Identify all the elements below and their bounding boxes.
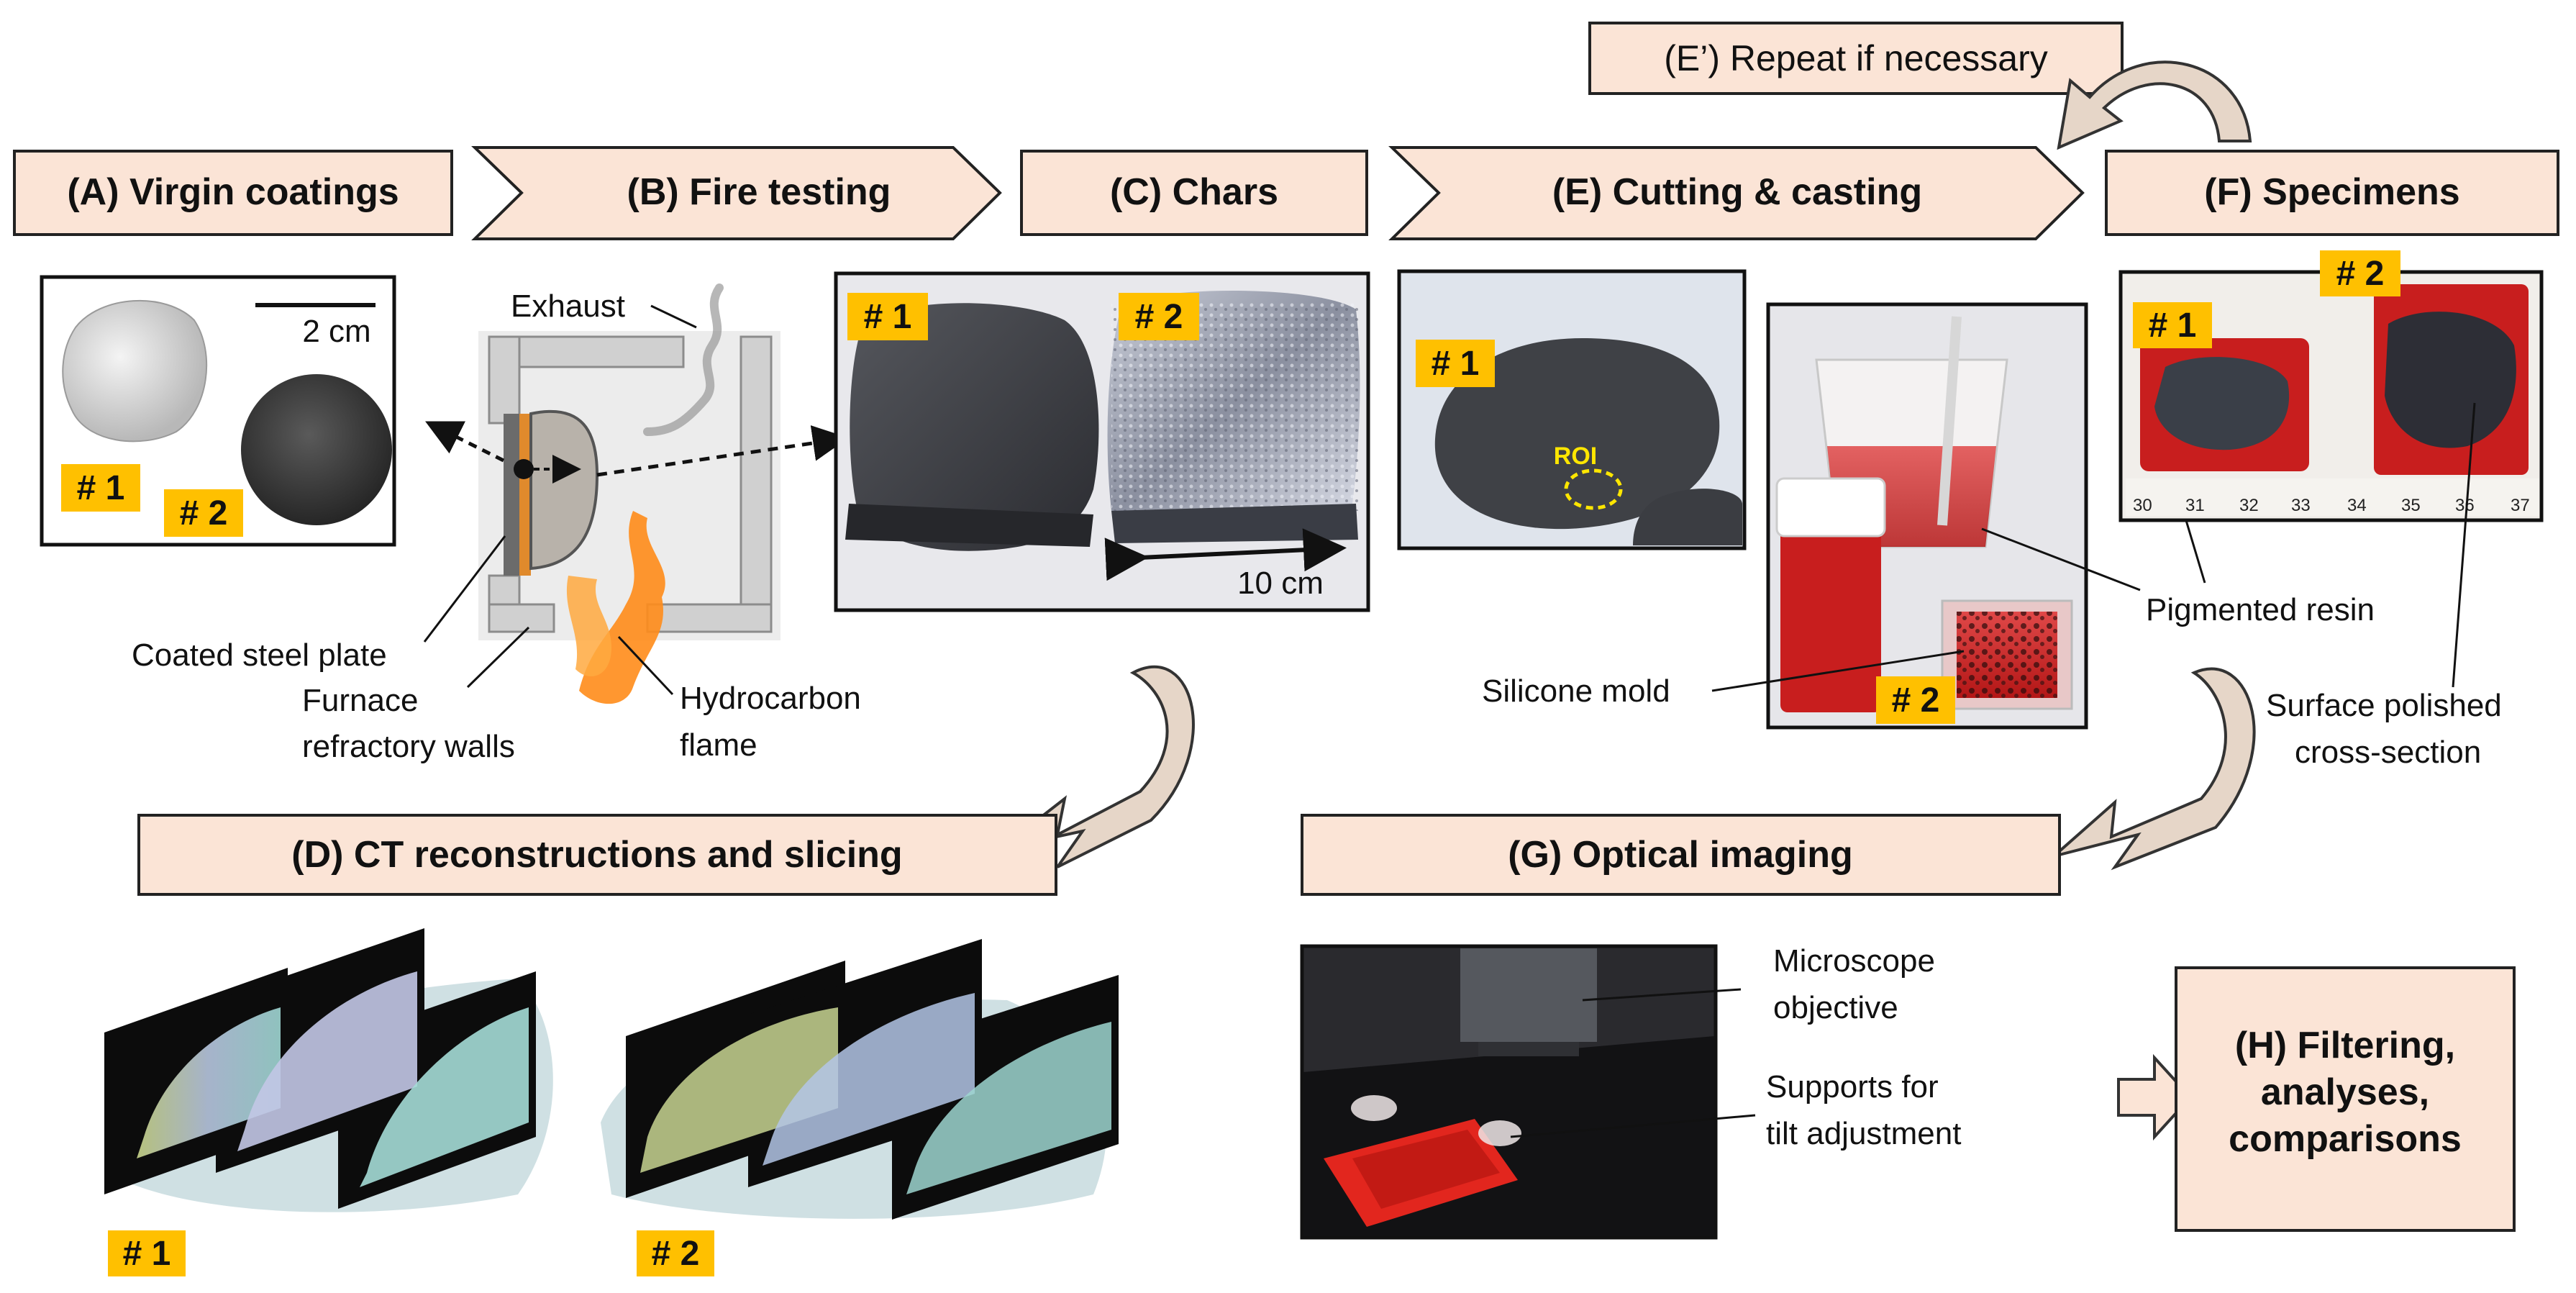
specimens-photo: 30 31 32 33 34 35 36 37 # 1 # 2 (2118, 250, 2544, 522)
step-h-box: (H) Filtering, analyses, comparisons (2175, 966, 2516, 1232)
step-h-label-3: comparisons (2229, 1118, 2462, 1160)
tag-d-1 (108, 1230, 186, 1276)
step-c-label: (C) Chars (1110, 171, 1278, 213)
svg-text:# 1: # 1 (77, 469, 125, 507)
step-a-box: (A) Virgin coatings (13, 150, 453, 236)
furnace-schematic (478, 283, 780, 704)
furnace-label-2: refractory walls (302, 729, 515, 764)
step-h-label-2: analyses, (2261, 1071, 2429, 1113)
scale-10cm-label: 10 cm (1237, 566, 1324, 601)
svg-text:31: 31 (2185, 496, 2205, 515)
casting-photo: # 2 (1766, 302, 2088, 730)
ruler (2126, 478, 2539, 516)
step-e-prime-label: (E’) Repeat if necessary (1664, 38, 2048, 78)
repeat-arrow (2057, 60, 2252, 150)
supports-label-2: tilt adjustment (1766, 1116, 1961, 1151)
support-2 (1478, 1120, 1521, 1146)
tag-e-2 (1876, 676, 1955, 724)
svg-text:# 2: # 2 (1892, 681, 1940, 720)
step-f-box: (F) Specimens (2105, 150, 2559, 236)
svg-text:# 1: # 1 (1432, 345, 1480, 383)
svg-text:32: 32 (2239, 496, 2259, 515)
step-c-box: (C) Chars (1020, 150, 1368, 236)
step-e-chevron: (E) Cutting & casting (1388, 146, 2085, 240)
svg-text:30: 30 (2133, 496, 2152, 515)
exhaust-smoke-icon (643, 283, 724, 436)
microscope-label-1: Microscope (1773, 943, 1935, 979)
svg-text:# 2: # 2 (180, 494, 228, 532)
scale-bar-10cm (1104, 528, 1347, 581)
ruler-ticks: 30 31 32 33 34 35 36 37 (2133, 496, 2530, 515)
ct-reconstruction-2 (601, 939, 1119, 1220)
furnace-label-1: Furnace (302, 683, 418, 718)
tag-c-1 (847, 293, 928, 340)
chars-photo: # 1 # 2 10 cm (834, 271, 1370, 612)
coated-plate-label: Coated steel plate (132, 638, 387, 673)
svg-text:35: 35 (2401, 496, 2421, 515)
tag-a-1 (61, 464, 140, 512)
svg-text:33: 33 (2291, 496, 2311, 515)
microscope-label-2: objective (1773, 990, 1898, 1025)
exhaust-label: Exhaust (511, 289, 625, 324)
ct-reconstruction-1 (104, 928, 553, 1212)
svg-text:# 2: # 2 (1135, 298, 1183, 336)
svg-text:# 1: # 1 (864, 298, 912, 336)
step-h-label-1: (H) Filtering, (2235, 1025, 2455, 1066)
step-a-label: (A) Virgin coatings (67, 171, 399, 213)
tag-f-2 (2320, 250, 2400, 296)
supports-label-1: Supports for (1766, 1069, 1939, 1104)
step-g-label: (G) Optical imaging (1508, 834, 1853, 876)
virgin-coatings-photo: 2 cm # 1 # 2 (40, 275, 396, 547)
polished-label-2: cross-section (2295, 735, 2481, 770)
cutting-photo: ROI # 1 (1397, 269, 1747, 550)
flame-label-2: flame (680, 727, 757, 763)
virgin-sample-2 (241, 374, 392, 525)
svg-text:36: 36 (2455, 496, 2475, 515)
svg-text:# 1: # 1 (123, 1235, 171, 1273)
virgin-sample-1 (62, 299, 208, 443)
arrow-to-h (2117, 1053, 2193, 1141)
tag-a-2 (164, 489, 243, 537)
svg-text:37: 37 (2511, 496, 2530, 515)
coated-steel-plate (504, 414, 519, 576)
step-b-label: (B) Fire testing (627, 171, 891, 213)
step-d-box: (D) CT reconstructions and slicing (137, 814, 1057, 896)
svg-text:# 2: # 2 (652, 1235, 700, 1273)
polished-label-1: Surface polished (2266, 688, 2502, 723)
pigment-bottle (1780, 482, 1881, 712)
roi-marker (1564, 468, 1623, 510)
scale-2cm-label: 2 cm (302, 314, 370, 349)
step-b-chevron: (B) Fire testing (471, 146, 1002, 240)
support-1 (1351, 1095, 1397, 1121)
microscope-objective (1460, 948, 1597, 1042)
step-g-box: (G) Optical imaging (1301, 814, 2061, 896)
char-1 (850, 303, 1099, 551)
tag-c-2 (1119, 293, 1199, 340)
flame-label-1: Hydrocarbon (680, 681, 861, 716)
step-d-label: (D) CT reconstructions and slicing (291, 834, 902, 876)
tag-e-1 (1416, 340, 1495, 387)
microscope-photo (1300, 944, 1718, 1240)
curved-arrow-f-to-g (2052, 667, 2256, 871)
step-e-prime-box: (E’) Repeat if necessary (1588, 22, 2124, 95)
svg-text:# 1: # 1 (2149, 307, 2197, 345)
roi-label: ROI (1554, 443, 1597, 470)
tag-f-1 (2133, 302, 2212, 348)
pigmented-resin-label: Pigmented resin (2146, 592, 2375, 627)
silicone-mold-label: Silicone mold (1482, 673, 1670, 709)
svg-text:# 2: # 2 (2336, 255, 2385, 293)
tag-d-2 (637, 1230, 714, 1276)
step-e-label: (E) Cutting & casting (1552, 171, 1922, 213)
svg-text:34: 34 (2347, 496, 2367, 515)
step-f-label: (F) Specimens (2204, 171, 2459, 213)
